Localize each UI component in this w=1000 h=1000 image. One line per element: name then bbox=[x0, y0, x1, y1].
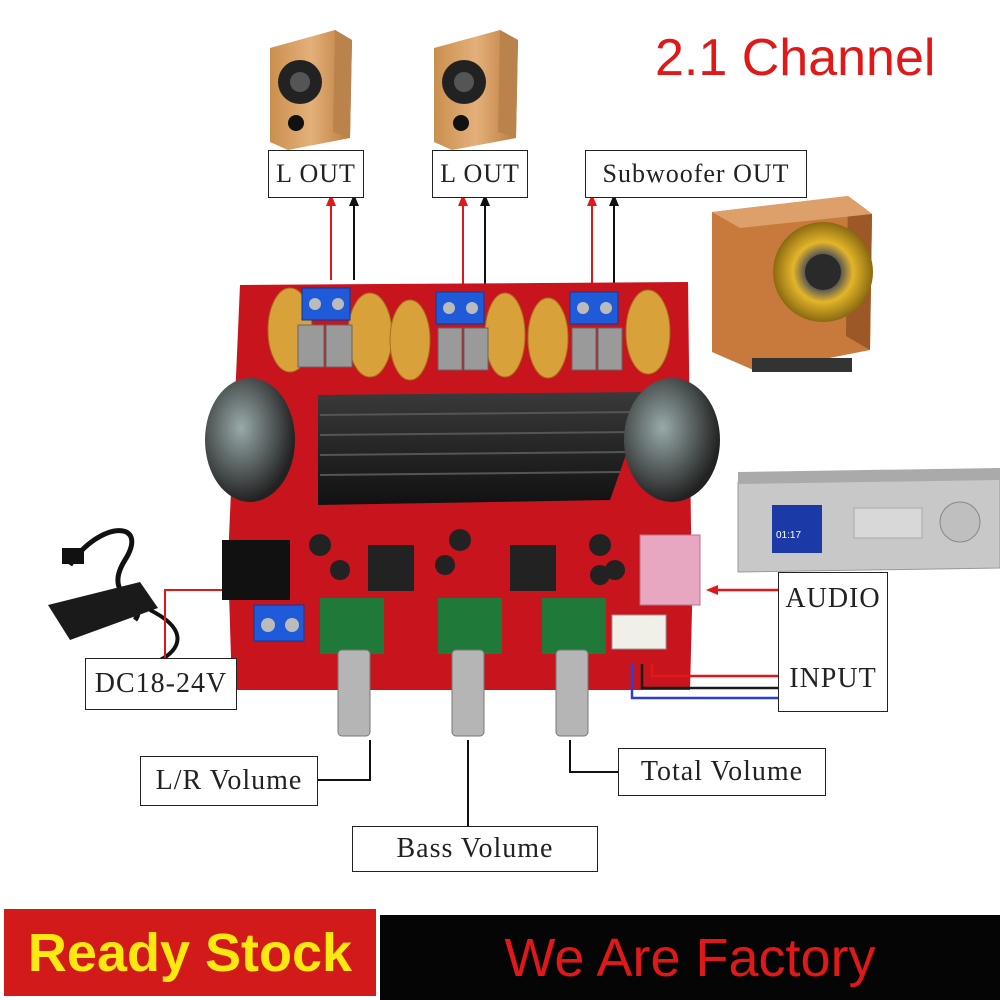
total-volume-label: Total Volume bbox=[618, 748, 826, 796]
power-adapter-icon bbox=[48, 528, 180, 662]
banner-factory-text: We Are Factory bbox=[504, 927, 876, 988]
input-label: INPUT bbox=[789, 663, 877, 694]
potentiometers bbox=[320, 598, 606, 737]
page-title: 2.1 Channel bbox=[655, 29, 936, 87]
output-wires bbox=[326, 194, 619, 284]
dc-voltage-label: DC18-24V bbox=[85, 658, 237, 710]
amplifier-board bbox=[205, 282, 720, 737]
speaker-left-1-icon bbox=[270, 30, 352, 150]
audio-input-box: AUDIO INPUT bbox=[778, 572, 888, 712]
banner-ready-stock: Ready Stock bbox=[0, 905, 380, 1000]
subwoofer-icon bbox=[712, 196, 873, 372]
output-label-left-1: L OUT bbox=[268, 150, 364, 198]
player-display-time: 01:17 bbox=[776, 530, 802, 541]
audio-player-icon bbox=[737, 468, 1000, 573]
output-label-left-2: L OUT bbox=[432, 150, 528, 198]
banner-ready-stock-text: Ready Stock bbox=[27, 922, 353, 983]
heatsink bbox=[318, 392, 648, 505]
bass-volume-label: Bass Volume bbox=[352, 826, 598, 872]
speaker-left-2-icon bbox=[434, 30, 518, 150]
audio-wires bbox=[630, 585, 778, 700]
dc-wire bbox=[164, 589, 222, 660]
knob-leaders bbox=[318, 740, 618, 826]
lr-volume-label: L/R Volume bbox=[140, 756, 318, 806]
audio-label: AUDIO bbox=[785, 583, 881, 614]
output-label-subwoofer: Subwoofer OUT bbox=[585, 150, 807, 198]
banner-factory: We Are Factory bbox=[380, 915, 1000, 1000]
